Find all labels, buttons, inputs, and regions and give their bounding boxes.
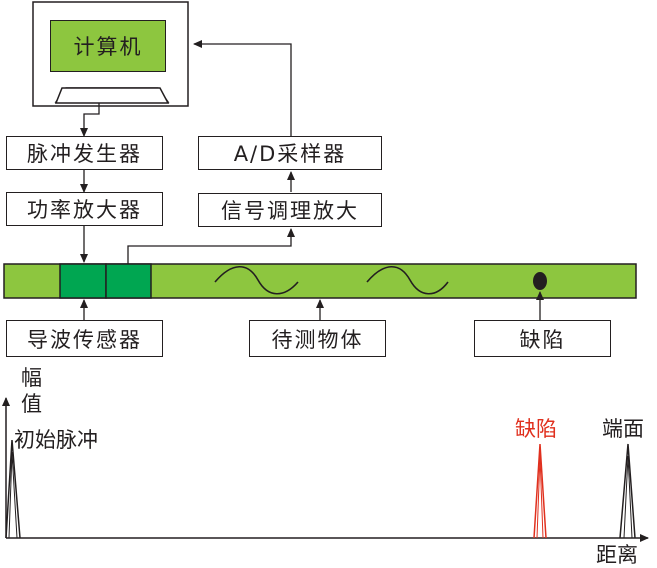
y-axis-label-char-1: 幅 [21,366,42,390]
test-object-label: 待测物体 [271,327,364,352]
waveguide-sensor-box: 导波传感器 [6,320,163,357]
initial-pulse-peak-inner [8,451,18,539]
computer-screen: 计算机 [50,20,166,72]
test-object-box: 待测物体 [249,320,386,357]
sensor-block-right [105,263,152,299]
y-axis-label: 幅 值 [21,365,42,417]
ad-sampler-label: A/D采样器 [233,142,347,166]
end-echo-peak [619,443,636,539]
signal-conditioning-box: 信号调理放大 [198,193,382,227]
y-axis-label-char-2: 值 [21,392,42,416]
x-axis-label: 距离 [596,543,638,567]
connector-lines [80,40,544,320]
waveform-axes [1,397,649,542]
signal-conditioning-label: 信号调理放大 [221,199,359,223]
end-echo-label: 端面 [602,417,644,441]
guided-wave-icon-1 [214,265,299,295]
power-amplifier-box: 功率放大器 [6,192,163,226]
sensor-block-left [59,263,107,299]
guided-wave-icon-2 [366,265,449,295]
defect-echo-peak-inner [536,455,544,539]
defect-echo-label: 缺陷 [515,417,557,441]
initial-pulse-peak [5,439,21,539]
computer-base-icon [54,87,170,104]
pulse-generator-label: 脉冲发生器 [27,142,142,166]
defect-dot-icon [533,272,547,290]
pulse-generator-box: 脉冲发生器 [6,136,163,170]
waveguide-sensor-label: 导波传感器 [27,327,142,352]
initial-pulse-label: 初始脉冲 [14,428,98,452]
power-amplifier-label: 功率放大器 [27,198,142,222]
computer-label: 计算机 [73,35,143,59]
ad-sampler-box: A/D采样器 [198,136,382,170]
defect-box: 缺陷 [474,320,611,357]
defect-label: 缺陷 [519,327,566,352]
defect-echo-peak [533,443,547,539]
end-echo-peak-inner [623,455,633,539]
